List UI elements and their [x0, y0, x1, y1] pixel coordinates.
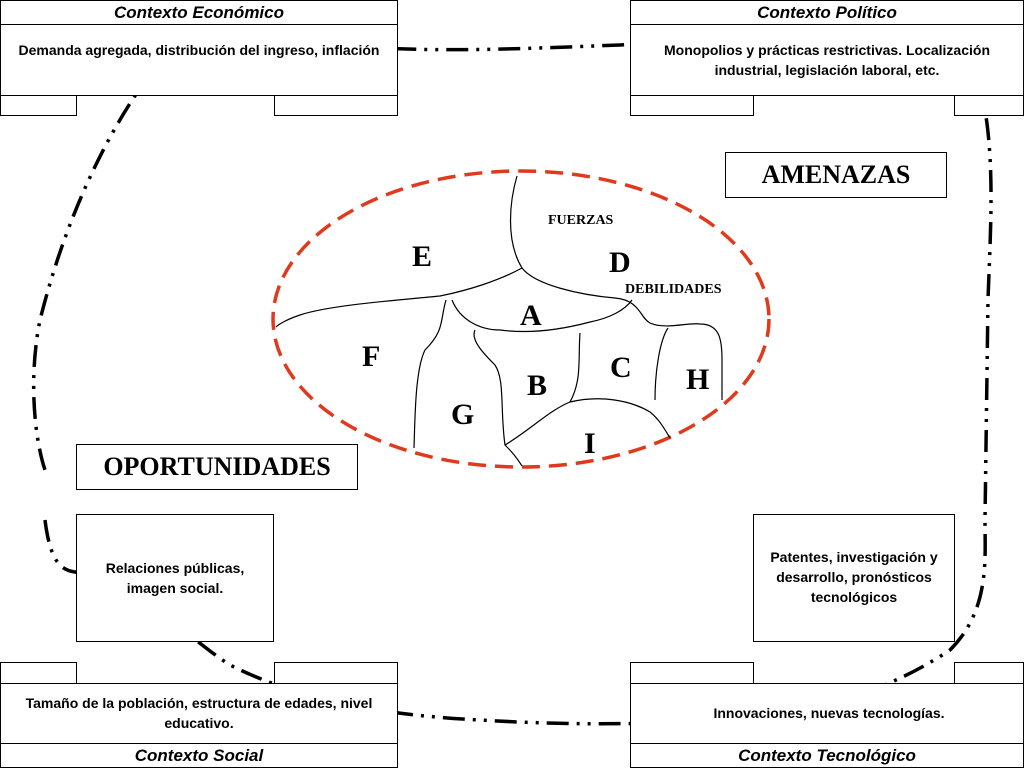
tech-tab-left	[630, 662, 754, 684]
region-label-d: D	[609, 246, 631, 279]
political-context-title: Contexto Político	[630, 2, 1024, 25]
fuerzas-label: FUERZAS	[548, 213, 614, 228]
oportunidades-label: OPORTUNIDADES	[76, 444, 358, 490]
social-tab-left	[0, 662, 77, 684]
political-tab-left	[630, 95, 754, 116]
political-tab-right	[954, 95, 1024, 116]
political-context-box	[630, 0, 1024, 96]
social-context-text: Tamaño de la población, estructura de ed…	[25, 695, 373, 731]
region-label-b: B	[527, 369, 548, 402]
tech-context-title: Contexto Tecnológico	[630, 743, 1024, 768]
patents-text: Patentes, investigación y desarrollo, pr…	[770, 549, 938, 605]
economic-context-title: Contexto Económico	[0, 2, 398, 25]
region-label-h: H	[686, 363, 710, 396]
region-label-e: E	[412, 240, 433, 273]
social-tab-right	[274, 662, 398, 684]
environment-boundary-line	[31, 41, 993, 726]
region-lines	[275, 175, 723, 467]
debilidades-label: DEBILIDADES	[625, 282, 722, 297]
social-context-box	[0, 683, 398, 768]
region-label-f: F	[362, 340, 381, 373]
public-relations-box	[76, 514, 274, 642]
political-context-text: Monopolios y prácticas restrictivas. Loc…	[664, 42, 990, 78]
public-relations-text: Relaciones públicas, imagen social.	[105, 560, 245, 596]
social-context-title: Contexto Social	[0, 743, 398, 768]
patents-box	[753, 514, 955, 642]
region-label-i: I	[584, 427, 596, 460]
region-label-a: A	[520, 299, 542, 332]
tech-context-box	[630, 683, 1024, 768]
tech-context-text: Innovaciones, nuevas tecnologías.	[713, 705, 945, 721]
tech-tab-right	[954, 662, 1024, 684]
economic-context-text: Demanda agregada, distribución del ingre…	[18, 42, 380, 58]
region-label-g: G	[451, 398, 475, 431]
organization-ellipse	[271, 169, 771, 469]
amenazas-label: AMENAZAS	[725, 152, 947, 198]
economic-context-box	[0, 0, 398, 96]
economic-tab-right	[274, 95, 398, 116]
region-label-c: C	[610, 351, 632, 384]
economic-tab-left	[0, 95, 77, 116]
